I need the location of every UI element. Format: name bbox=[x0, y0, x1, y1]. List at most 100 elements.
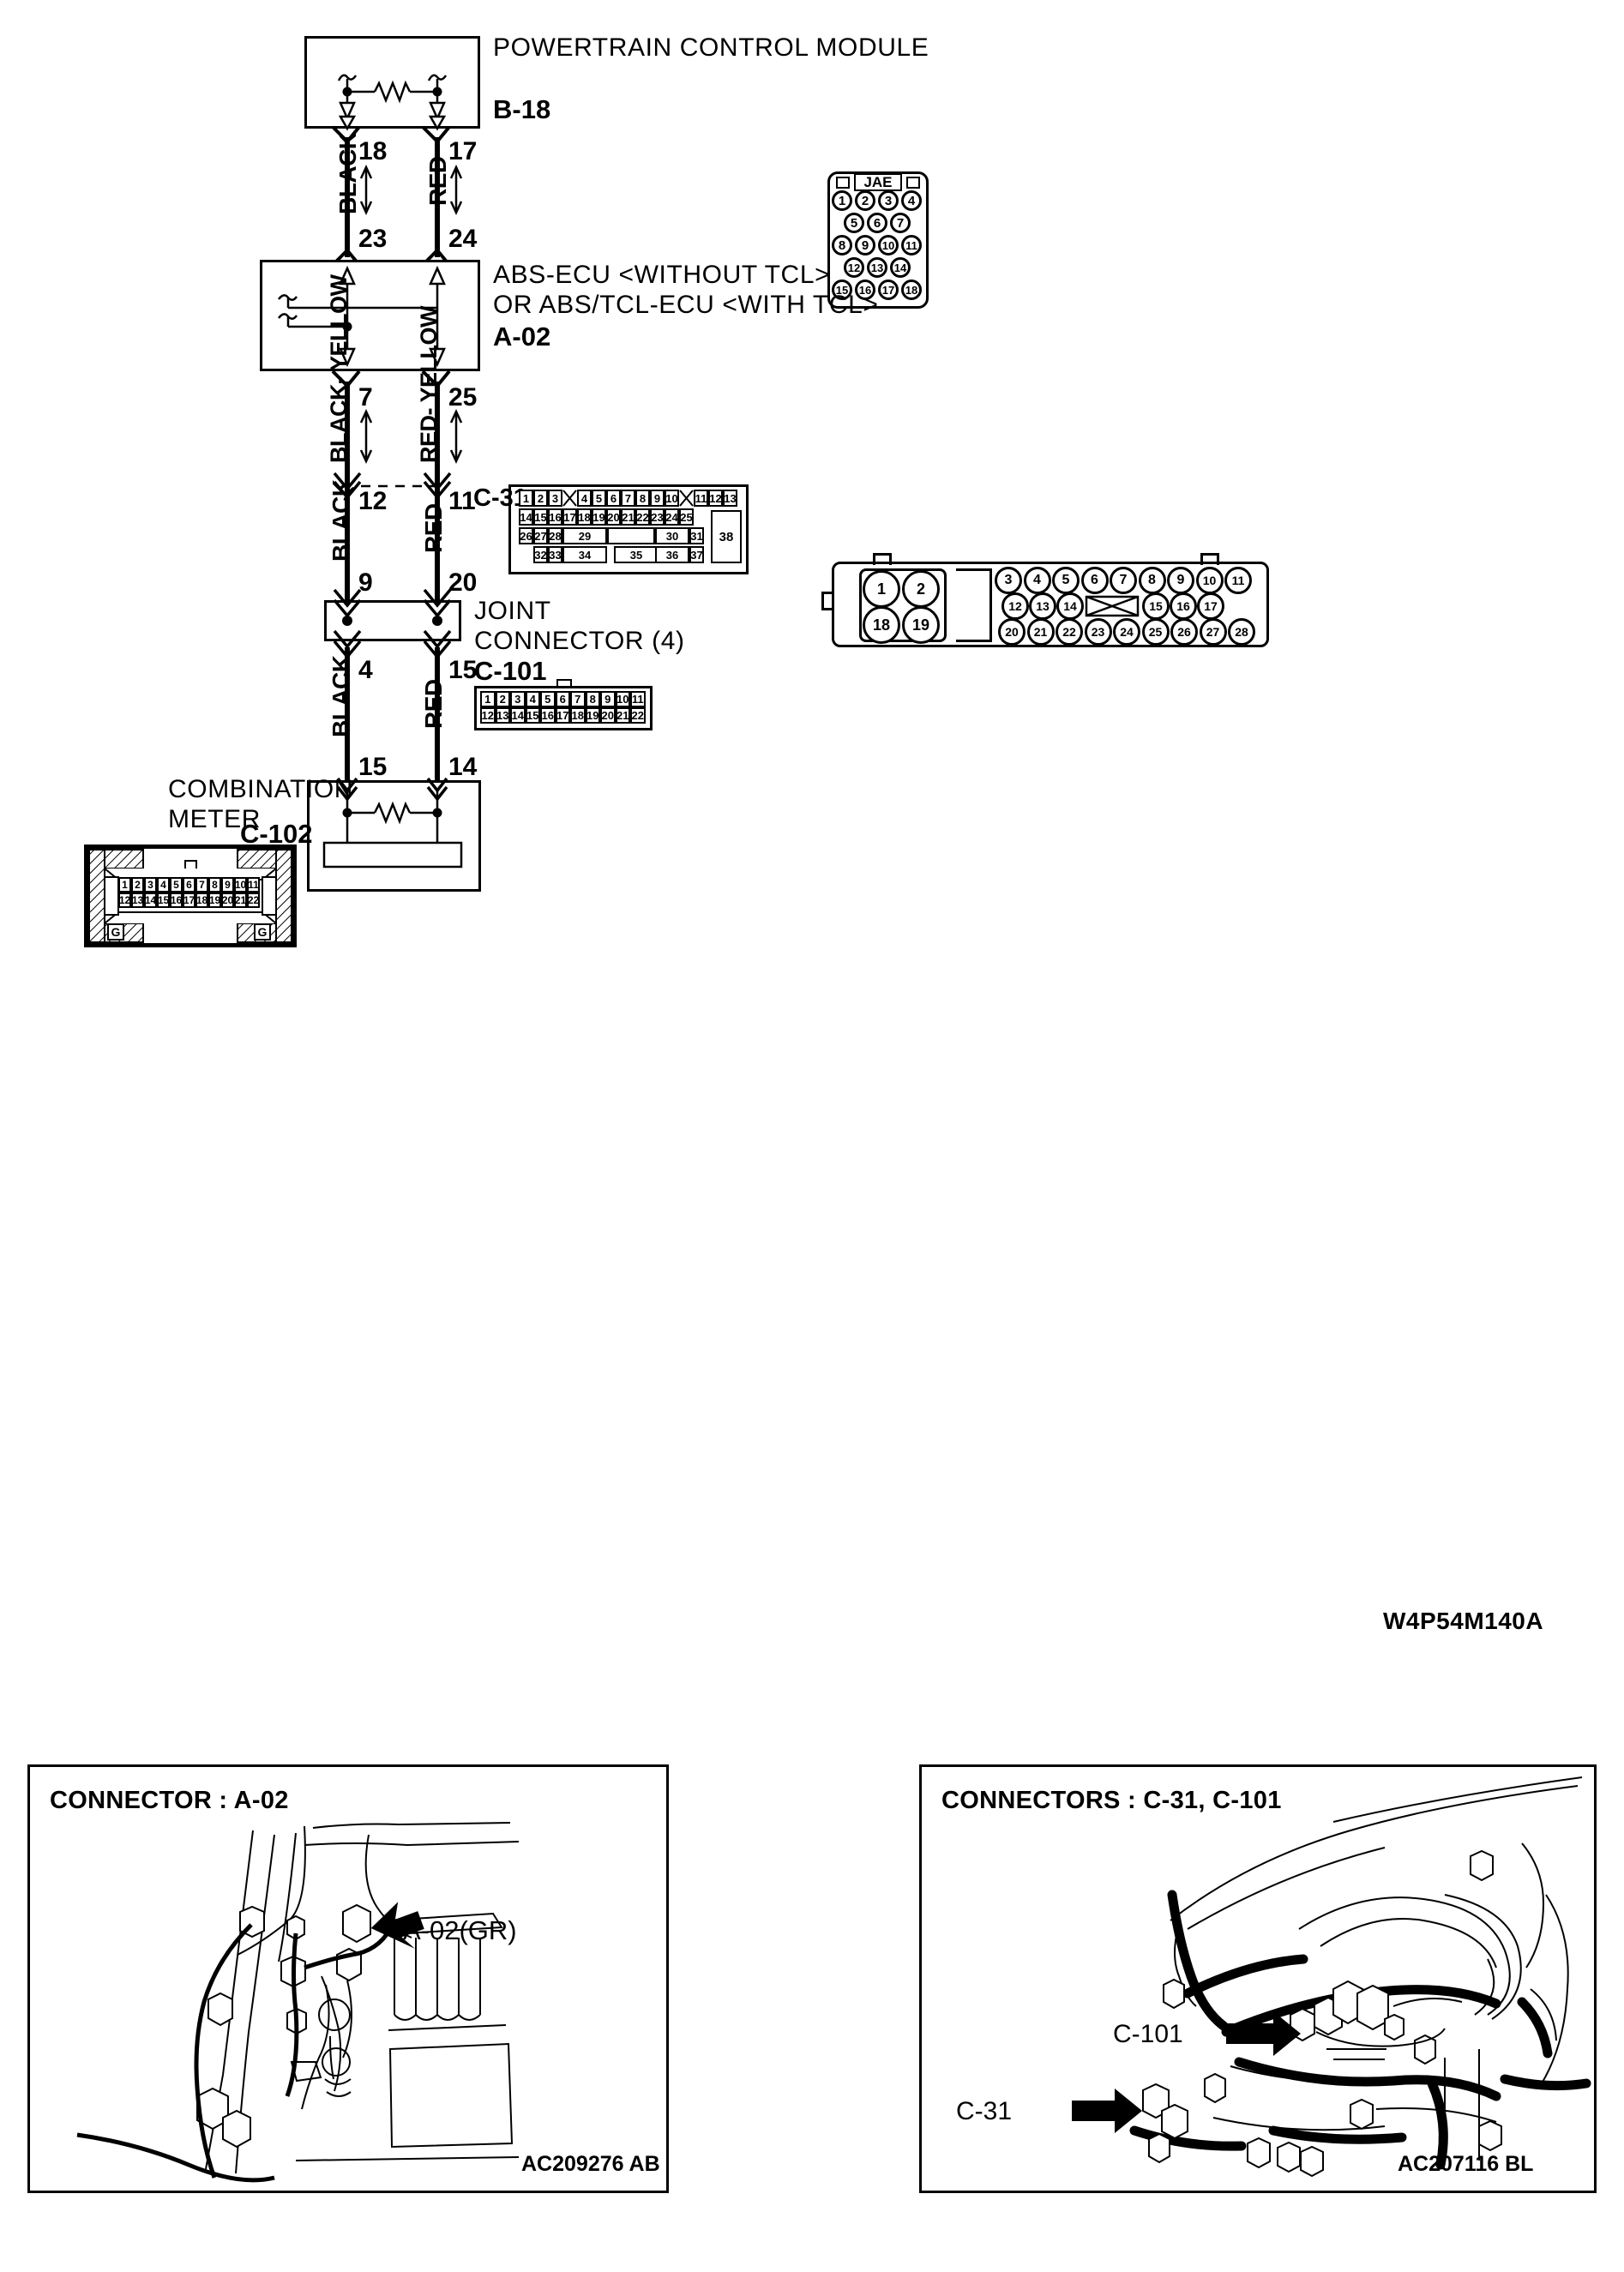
pin-cell: 34 bbox=[562, 546, 607, 563]
pin-circle: 11 bbox=[901, 235, 922, 255]
pin-cell: 37 bbox=[689, 546, 704, 563]
pin-circle: 27 bbox=[1199, 618, 1227, 646]
pin-cell: 8 bbox=[635, 490, 650, 507]
figure-code: W4P54M140A bbox=[1383, 1608, 1544, 1634]
pin-cell: 24 bbox=[665, 508, 679, 526]
pin-cell: 16 bbox=[170, 893, 183, 908]
pin-cell: 16 bbox=[548, 508, 562, 526]
photo-panel-c31-c101-ref: AC207116 BL bbox=[1398, 2152, 1534, 2176]
pin-cell: 6 bbox=[555, 691, 570, 707]
pin-meter-left: 15 bbox=[358, 753, 388, 781]
pin-circle: 6 bbox=[867, 213, 887, 233]
pin-circle: 26 bbox=[1170, 618, 1198, 646]
photo-panel-c31-c101-illustration: C-101 C-31 bbox=[956, 1776, 1591, 2178]
photo-panel-c31-c101 bbox=[919, 1764, 1597, 2193]
pin-circle: 14 bbox=[1056, 592, 1084, 620]
pin-cell: 36 bbox=[655, 546, 689, 563]
pin-circle: 24 bbox=[1113, 618, 1140, 646]
blank-cavity-icon bbox=[679, 490, 694, 507]
pin-c31-right: 11 bbox=[448, 487, 476, 515]
combination-meter-internal-circuit bbox=[322, 777, 463, 869]
pin-cell: 22 bbox=[247, 893, 260, 908]
c102-ground-left: G bbox=[107, 923, 124, 941]
pin-circle: 8 bbox=[832, 235, 852, 255]
pin-cell: 26 bbox=[519, 527, 533, 544]
pin-cell: 8 bbox=[585, 691, 600, 707]
pin-cell: 12 bbox=[708, 490, 723, 507]
combination-meter-block bbox=[307, 780, 481, 892]
pin-cell: 11 bbox=[630, 691, 646, 707]
pin-circle: 18 bbox=[901, 279, 922, 300]
wire-seg1-left bbox=[345, 137, 350, 257]
pin-cell: 5 bbox=[540, 691, 556, 707]
pin-cell: 10 bbox=[665, 490, 679, 507]
joint-connector-code: C-101 bbox=[474, 656, 547, 686]
pin-cell: 6 bbox=[606, 490, 621, 507]
photo-panel-c31-c101-title: CONNECTORS : C-31, C-101 bbox=[941, 1787, 1282, 1814]
pin-cell: 31 bbox=[689, 527, 704, 544]
blank-cavity-icon bbox=[562, 490, 577, 507]
pin-circle: 9 bbox=[1167, 567, 1194, 594]
pin-circle: 4 bbox=[901, 190, 922, 211]
pin-circle: 15 bbox=[1142, 592, 1170, 620]
joint-connector-marks bbox=[333, 588, 452, 659]
wire-color-seg4-left: BLACK bbox=[328, 655, 354, 738]
abs-ecu-internal-circuit bbox=[278, 265, 446, 368]
pin-circle: 12 bbox=[844, 257, 864, 278]
pin-cell: 25 bbox=[679, 508, 694, 526]
pin-circle: 3 bbox=[878, 190, 899, 211]
pin-circle: 4 bbox=[1023, 567, 1051, 594]
pin-abs-left-bottom: 7 bbox=[358, 383, 373, 412]
pin-circle: 5 bbox=[844, 213, 864, 233]
pin-cell: 20 bbox=[606, 508, 621, 526]
pin-cell: 3 bbox=[144, 877, 157, 893]
pin-cell: 30 bbox=[655, 527, 689, 544]
pin-cell: 7 bbox=[621, 490, 635, 507]
pin-cell: 10 bbox=[615, 691, 630, 707]
pin-cell: 13 bbox=[723, 490, 737, 507]
pin-circle: 13 bbox=[867, 257, 887, 278]
pin-cell: 5 bbox=[170, 877, 183, 893]
wire-seg1-right bbox=[435, 137, 440, 257]
pin-circle: 1 bbox=[832, 190, 852, 211]
wire-seg3-right bbox=[435, 489, 440, 600]
pin-jc-right-bottom: 15 bbox=[448, 656, 478, 684]
photo-panel-c101-callout: C-101 bbox=[1113, 2020, 1183, 2048]
abs-ecu-title: ABS-ECU <WITHOUT TCL> OR ABS/TCL-ECU <WI… bbox=[493, 261, 879, 320]
photo-panel-a02-callout: A-02(GR) bbox=[403, 1915, 517, 1945]
pin-circle: 17 bbox=[878, 279, 899, 300]
pin-cell: 33 bbox=[548, 546, 562, 563]
pin-circle: 21 bbox=[1026, 618, 1055, 646]
wire-seg4-left bbox=[345, 647, 350, 780]
pin-circle: 18 bbox=[863, 606, 900, 644]
pin-cell: 19 bbox=[208, 893, 221, 908]
pcm-title: POWERTRAIN CONTROL MODULE bbox=[493, 33, 929, 62]
pin-circle: 28 bbox=[1228, 618, 1255, 646]
pin-cell: 38 bbox=[711, 510, 742, 563]
pin-jc-left-top: 9 bbox=[358, 568, 373, 597]
wire-seg4-right bbox=[435, 647, 440, 780]
pin-circle: 14 bbox=[890, 257, 911, 278]
pin-abs-right-bottom: 25 bbox=[448, 383, 478, 412]
pin-circle: 10 bbox=[878, 235, 899, 255]
pin-cell: 15 bbox=[525, 707, 540, 724]
pin-cell: 9 bbox=[600, 691, 616, 707]
pin-circle: 19 bbox=[902, 606, 940, 644]
pin-cell: 32 bbox=[533, 546, 548, 563]
pin-cell: 2 bbox=[495, 691, 510, 707]
pin-cell: 17 bbox=[555, 707, 570, 724]
pin-circle: 11 bbox=[1224, 567, 1252, 594]
pin-cell: 6 bbox=[183, 877, 195, 893]
wire-seg3-left bbox=[345, 489, 350, 600]
pin-cell: 1 bbox=[118, 877, 131, 893]
pin-cell: 2 bbox=[533, 490, 548, 507]
c31-inline-code: C-31 bbox=[473, 484, 527, 512]
pcm-connector-code: B-18 bbox=[493, 94, 551, 124]
pin-cell: 4 bbox=[577, 490, 592, 507]
pin-cell: 13 bbox=[131, 893, 144, 908]
pin-circle: 3 bbox=[995, 567, 1022, 594]
pin-cell: 18 bbox=[577, 508, 592, 526]
pin-cell: 18 bbox=[195, 893, 208, 908]
